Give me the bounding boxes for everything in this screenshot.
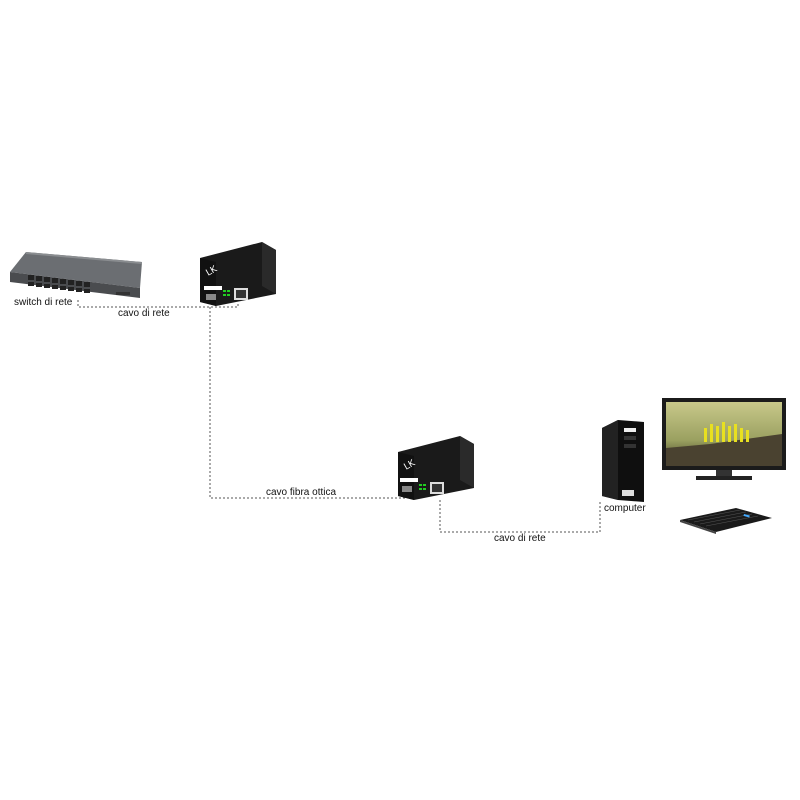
network-cable-2 xyxy=(439,500,601,533)
network-switch-icon xyxy=(10,252,142,298)
media-converter-1-icon: LK xyxy=(200,242,276,306)
cable-label-1: cavo di rete xyxy=(118,308,170,319)
switch-label: switch di rete xyxy=(14,297,73,308)
keyboard-icon xyxy=(680,508,772,534)
computer-tower-icon xyxy=(602,420,644,502)
cable-label-2: cavo di rete xyxy=(494,533,546,544)
media-converter-2-icon: LK xyxy=(398,436,474,500)
fiber-cable xyxy=(209,307,410,499)
network-cable-1 xyxy=(77,300,239,308)
computer-label: computer xyxy=(604,503,646,514)
fiber-cable-label: cavo fibra ottica xyxy=(266,487,337,498)
monitor-icon xyxy=(662,398,786,480)
